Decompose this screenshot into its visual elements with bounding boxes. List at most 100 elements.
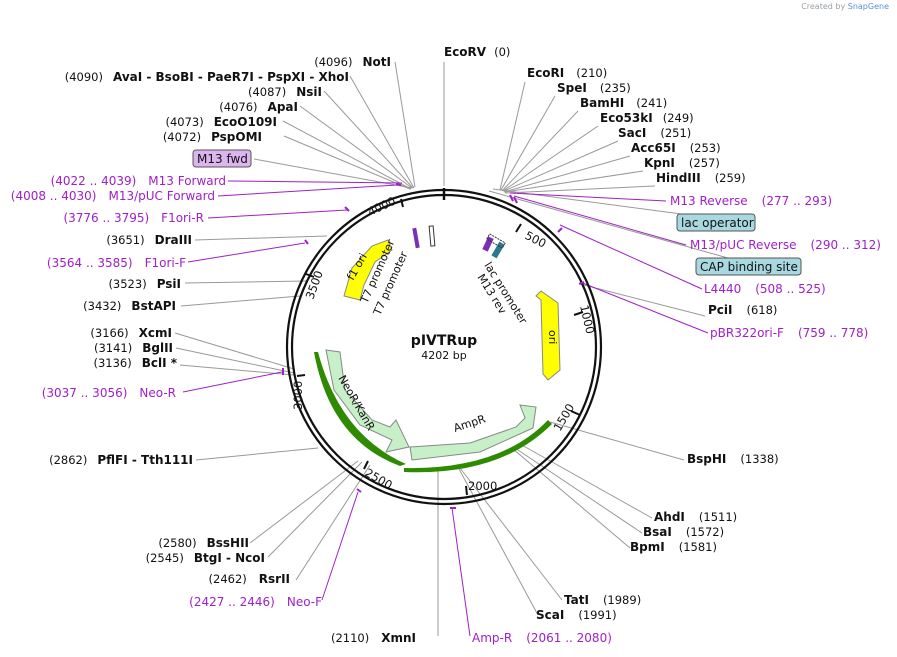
site-name: BclI * [142, 356, 178, 370]
svg-text:(2580)BssHII: (2580) BssHII [158, 536, 249, 550]
tick-label: 3000 [291, 381, 305, 410]
primer-labels-right: M13 Reverse (277 .. 293) M13/pUC Reverse(… [472, 194, 881, 645]
tick-label: 500 [523, 228, 549, 250]
site-name: BspHI [687, 452, 726, 466]
site-name: BtgI - NcoI [194, 551, 265, 565]
site-name: HindIII [656, 171, 701, 185]
svg-text:BpmI(1581): BpmI (1581) [630, 540, 717, 554]
primer-range: (4022 .. 4039) [51, 174, 137, 188]
m13-fwd-box [192, 149, 252, 168]
site-pos: (235) [600, 81, 631, 95]
site-pos: (1338) [740, 452, 778, 466]
svg-text:(4073)EcoO109I: (4073)EcoO109I [165, 115, 277, 129]
svg-text:KpnI(257): KpnI(257) [644, 156, 720, 170]
site-name: BpmI [630, 540, 665, 554]
site-name: XcmI [139, 326, 172, 340]
primer-range: (3564 .. 3585) [47, 256, 133, 270]
site-pos: (2462) [209, 572, 247, 586]
svg-text:(4076)ApaI: (4076)ApaI [219, 100, 298, 114]
site-name: EcoRI [527, 66, 564, 80]
t7-promoter-mark [412, 227, 420, 249]
svg-text:(3166)XcmI: (3166) XcmI [90, 326, 172, 340]
svg-text:M13/pUC Reverse(290 .. 312): M13/pUC Reverse(290 .. 312) [690, 238, 881, 252]
primer-range: (290 .. 312) [811, 238, 881, 252]
primer-name: F1ori-F [145, 256, 186, 270]
site-name: NsiI [296, 85, 322, 99]
neor-label: NeoR/KanR [335, 373, 377, 433]
site-pos: (4087) [248, 85, 286, 99]
svg-text:EcoRV(0): EcoRV(0) [444, 45, 510, 59]
site-labels-left: (2110)XmnI (2462)RsrII (2545)BtgI - NcoI… [49, 55, 416, 645]
cap-binding-text: CAP binding site [700, 260, 798, 274]
primer-range: (277 .. 293) [762, 194, 832, 208]
box-labels: lac operator CAP binding site M13 fwd [192, 149, 802, 276]
lac-operator-mark [482, 236, 494, 252]
svg-text:(3141)BglII: (3141)BglII [94, 341, 173, 355]
site-pos: (3523) [108, 277, 146, 291]
m13-fwd-text: M13 fwd [197, 152, 248, 166]
svg-text:(4008 .. 4030)M13/pUC Forward: (4008 .. 4030)M13/pUC Forward [11, 189, 215, 203]
svg-text:AhdI(1511): AhdI(1511) [654, 510, 737, 524]
site-name: BamHI [580, 96, 624, 110]
cap-site-mark [491, 241, 505, 259]
svg-text:(3432)BstAPI: (3432)BstAPI [83, 299, 176, 313]
svg-text:SacI(251): SacI(251) [618, 126, 691, 140]
tick-label: 2000 [468, 479, 497, 493]
svg-text:(2110)XmnI: (2110)XmnI [331, 631, 416, 645]
svg-text:(4072)PspOMI: (4072)PspOMI [163, 130, 262, 144]
lac-operator-text: lac operator [681, 216, 754, 230]
primer-range: (759 .. 778) [798, 326, 868, 340]
ampr-feature [409, 404, 537, 461]
svg-text:(3136)BclI *: (3136) BclI * [93, 356, 177, 370]
site-name: BglII [142, 341, 173, 355]
primer-range: (2061 .. 2080) [526, 631, 612, 645]
svg-text:(2545)BtgI - NcoI: (2545)BtgI - NcoI [146, 551, 265, 565]
tick-label: 1000 [577, 304, 597, 336]
svg-text:L4440(508 .. 525): L4440(508 .. 525) [704, 282, 826, 296]
svg-text:(3651)DraIII: (3651)DraIII [106, 233, 192, 247]
site-name: EcoO109I [214, 115, 277, 129]
svg-text:Acc65I(253): Acc65I(253) [631, 141, 721, 155]
plasmid-size: 4202 bp [421, 349, 466, 362]
cap-binding-box [695, 257, 802, 276]
site-pos: (1572) [686, 525, 724, 539]
site-name: BstAPI [131, 299, 176, 313]
svg-text:ScaI(1991): ScaI(1991) [536, 608, 617, 622]
site-pos: (2862) [49, 453, 87, 467]
ori-label: ori [546, 330, 559, 344]
primer-range: (508 .. 525) [755, 282, 825, 296]
svg-text:TatI(1989): TatI(1989) [564, 593, 641, 607]
tick-label: 4000 [365, 194, 397, 219]
site-name: BsaI [643, 525, 672, 539]
svg-text:(3564 .. 3585)F1ori-F: (3564 .. 3585) F1ori-F [47, 256, 186, 270]
site-name: Eco53kI [600, 111, 653, 125]
site-name: XmnI [381, 631, 416, 645]
site-name: PflFI - Tth111I [97, 453, 193, 467]
svg-text:(4096)NotI: (4096)NotI [314, 55, 391, 69]
site-pos: (1991) [578, 608, 616, 622]
site-pos: (259) [715, 171, 746, 185]
site-name: AvaI - BsoBI - PaeR7I - PspXI - XhoI [113, 70, 349, 84]
svg-text:M13 Reverse(277 .. 293): M13 Reverse (277 .. 293) [670, 194, 832, 208]
primer-name: Neo-R [139, 386, 176, 400]
site-name: SacI [618, 126, 646, 140]
primer-name: M13 Reverse [670, 194, 748, 208]
svg-text:(3037 .. 3056)Neo-R: (3037 .. 3056)Neo-R [42, 386, 176, 400]
site-pos: (1581) [679, 540, 717, 554]
site-pos: (618) [747, 303, 778, 317]
site-pos: (3166) [90, 326, 128, 340]
site-name: SpeI [557, 81, 587, 95]
site-name: TatI [564, 593, 589, 607]
site-connectors [174, 61, 761, 636]
plasmid-name: pIVTRup [411, 333, 477, 349]
site-pos: (3136) [93, 356, 131, 370]
lac-promoter-mark [486, 233, 506, 249]
site-name: BssHII [207, 536, 249, 550]
site-pos: (4072) [163, 130, 201, 144]
primer-name: M13 Forward [148, 174, 226, 188]
site-pos: (2580) [158, 536, 196, 550]
site-pos: (0) [494, 45, 510, 59]
svg-text:Amp-R(2061 .. 2080): Amp-R(2061 .. 2080) [472, 631, 612, 645]
primer-labels-left: (2427 .. 2446)Neo-F (3037 .. 3056)Neo-R … [11, 174, 322, 609]
